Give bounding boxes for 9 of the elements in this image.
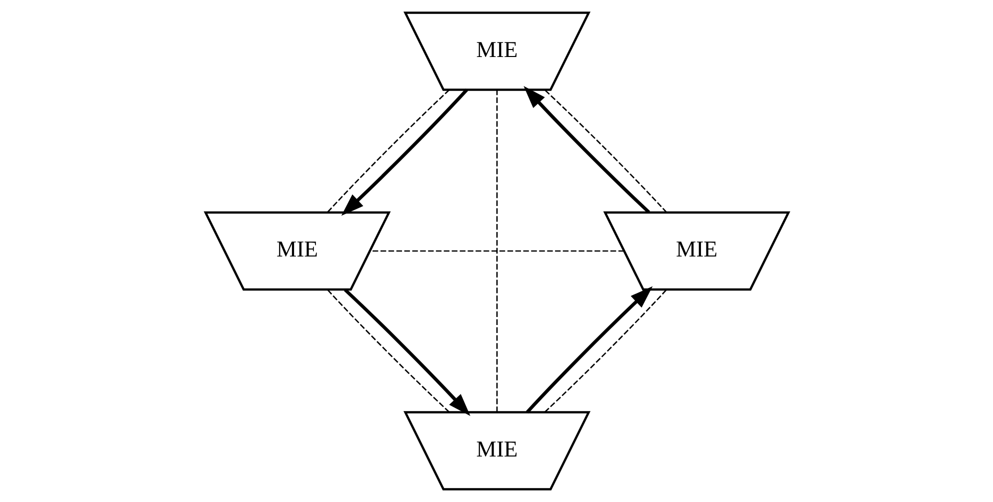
arrow bbox=[523, 86, 650, 214]
connector bbox=[544, 289, 667, 412]
arrow bbox=[525, 286, 652, 414]
connector bbox=[326, 90, 450, 213]
connector bbox=[544, 89, 667, 213]
connector bbox=[496, 90, 498, 412]
arrow bbox=[340, 88, 468, 216]
connector bbox=[326, 289, 450, 412]
arrow bbox=[343, 288, 470, 416]
